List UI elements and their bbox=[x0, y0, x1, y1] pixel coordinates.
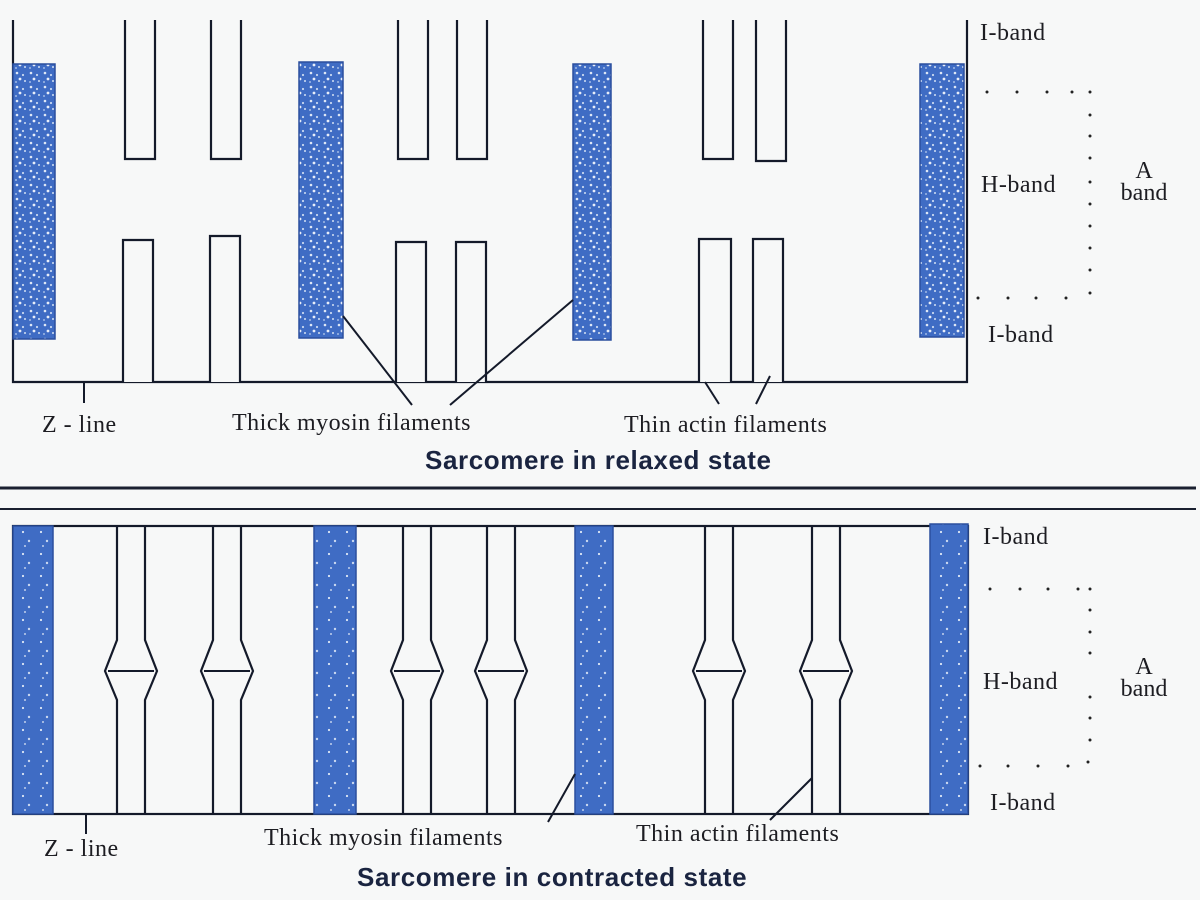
actin-filament bbox=[209, 20, 243, 161]
relaxed-a-band-label: A band bbox=[1104, 158, 1184, 206]
thick-pointer-right bbox=[449, 299, 574, 406]
thin-pointer-left bbox=[704, 381, 720, 405]
relaxed-i-band-top-label: I-band bbox=[980, 20, 1046, 46]
actin-filament-edge bbox=[798, 526, 814, 814]
actin-filament-edge bbox=[103, 526, 119, 814]
myosin-filament bbox=[12, 63, 56, 340]
thin-pointer bbox=[769, 777, 813, 821]
actin-filament-edge bbox=[199, 526, 215, 814]
relaxed-h-band-label: H-band bbox=[981, 172, 1056, 198]
actin-filament-edge bbox=[513, 526, 529, 814]
contracted-actin-filaments bbox=[103, 526, 854, 814]
contracted-leader-lines bbox=[85, 773, 813, 834]
contracted-title: Sarcomere in contracted state bbox=[357, 862, 748, 892]
relaxed-z-line-label: Z - line bbox=[42, 412, 117, 438]
contracted-z-line-label: Z - line bbox=[44, 836, 119, 862]
contracted-a-band-label: A band bbox=[1102, 654, 1186, 702]
thick-pointer-left bbox=[342, 315, 413, 406]
actin-filament bbox=[396, 20, 430, 161]
thin-pointer-right bbox=[755, 375, 771, 405]
actin-filament-edge bbox=[731, 526, 747, 814]
actin-filament-edge bbox=[239, 526, 255, 814]
relaxed-actin-filaments bbox=[121, 20, 788, 382]
actin-filament-edge bbox=[143, 526, 159, 814]
contracted-a-band-bracket bbox=[978, 587, 1092, 768]
myosin-filament bbox=[929, 523, 969, 815]
relaxed-leader-lines bbox=[83, 299, 771, 406]
a-band-word: band bbox=[1120, 676, 1168, 702]
contracted-thick-myosin-label: Thick myosin filaments bbox=[264, 825, 503, 851]
myosin-filament bbox=[919, 63, 965, 338]
actin-filament-edge bbox=[429, 526, 445, 814]
relaxed-i-band-bottom-label: I-band bbox=[988, 322, 1054, 348]
myosin-filament bbox=[574, 525, 614, 815]
actin-filament-edge bbox=[389, 526, 405, 814]
a-band-word: band bbox=[1120, 180, 1168, 206]
contracted-myosin-filaments bbox=[12, 523, 969, 815]
myosin-filament bbox=[298, 61, 344, 339]
actin-filament bbox=[751, 237, 785, 382]
contracted-sarcomere bbox=[11, 523, 1092, 834]
actin-filament bbox=[701, 20, 735, 161]
relaxed-thick-myosin-label: Thick myosin filaments bbox=[232, 410, 471, 436]
a-band-letter: A bbox=[1135, 654, 1153, 680]
actin-filament-edge bbox=[838, 526, 854, 814]
actin-filament bbox=[123, 20, 157, 161]
myosin-filament bbox=[313, 525, 357, 815]
actin-filament bbox=[697, 237, 733, 382]
actin-filament bbox=[454, 240, 488, 382]
actin-filament-edge bbox=[473, 526, 489, 814]
actin-filament bbox=[754, 20, 788, 163]
contracted-h-band-label: H-band bbox=[983, 669, 1058, 695]
myosin-filament bbox=[12, 525, 54, 815]
relaxed-title: Sarcomere in relaxed state bbox=[425, 445, 772, 475]
myosin-filament bbox=[572, 63, 612, 341]
contracted-i-band-bottom-label: I-band bbox=[990, 790, 1056, 816]
relaxed-thin-actin-label: Thin actin filaments bbox=[624, 412, 828, 438]
actin-filament bbox=[455, 20, 489, 161]
actin-filament bbox=[121, 238, 155, 382]
actin-filament-edge bbox=[691, 526, 707, 814]
contracted-thin-actin-label: Thin actin filaments bbox=[636, 821, 840, 847]
contracted-i-band-top-label: I-band bbox=[983, 524, 1049, 550]
relaxed-sarcomere bbox=[11, 20, 1092, 406]
thick-pointer bbox=[547, 773, 576, 823]
actin-filament bbox=[394, 240, 428, 382]
a-band-letter: A bbox=[1135, 158, 1153, 184]
relaxed-myosin-filaments bbox=[12, 61, 965, 341]
relaxed-a-band-bracket bbox=[976, 90, 1092, 300]
actin-filament bbox=[208, 234, 242, 382]
